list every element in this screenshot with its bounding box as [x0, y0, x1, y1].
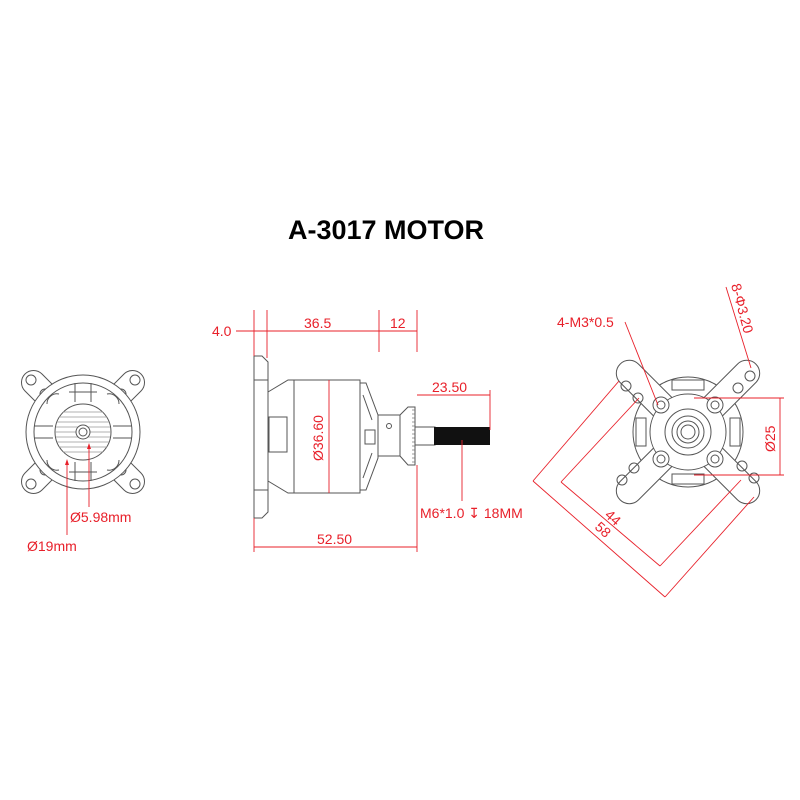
screw-holes-label: 4-M3*0.5 — [557, 314, 614, 330]
front-shaft — [75, 424, 91, 440]
thread-spec-label: M6*1.0 ↧ 18MM — [420, 505, 523, 521]
rear-view: 4-M3*0.5 8-Φ3.20 Ø25 44 58 — [532, 282, 784, 598]
body-length-label: 36.5 — [304, 315, 331, 331]
side-thread — [434, 427, 490, 445]
side-collar — [377, 414, 401, 457]
shaft-diameter-label: Ø5.98mm — [70, 509, 131, 525]
shaft-length-label: 23.50 — [432, 379, 467, 395]
side-shaft — [414, 426, 436, 446]
total-length-label: 52.50 — [317, 531, 352, 547]
rear-screw-holes — [652, 396, 724, 468]
side-prop-adapter — [399, 406, 416, 466]
body-diameter-label: Ø36.60 — [310, 415, 326, 461]
side-view: 4.0 36.5 12 23.50 Ø36.60 M6*1.0 ↧ 18MM 5… — [212, 310, 523, 552]
front-view: Ø5.98mm Ø19mm — [21, 370, 145, 554]
drawing-title: A-3017 MOTOR — [288, 215, 484, 245]
front-mount-cross — [21, 370, 145, 494]
bolt-circle-label: Ø25 — [762, 425, 778, 452]
mount-thickness-label: 4.0 — [212, 323, 232, 339]
adapter-length-label: 12 — [390, 315, 406, 331]
side-motor-body — [293, 379, 361, 494]
hub-diameter-label: Ø19mm — [27, 538, 77, 554]
